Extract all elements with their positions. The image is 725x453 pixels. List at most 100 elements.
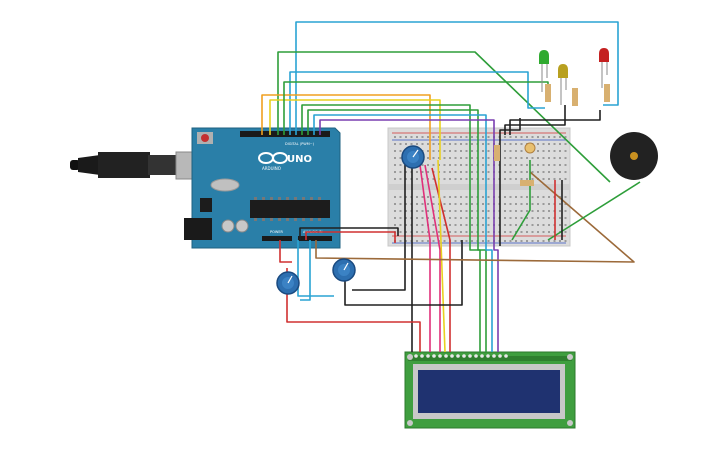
- wire-red-5v[interactable]: [305, 231, 396, 243]
- resistor-red-led[interactable]: [604, 84, 610, 102]
- breadboard-hole[interactable]: [399, 203, 402, 205]
- breadboard-hole[interactable]: [449, 178, 451, 180]
- digital-header[interactable]: [240, 131, 330, 137]
- breadboard-hole[interactable]: [509, 171, 512, 173]
- breadboard-hole[interactable]: [421, 210, 424, 212]
- breadboard-hole[interactable]: [548, 150, 550, 152]
- lcd-pin[interactable]: [480, 354, 484, 358]
- lcd-pin[interactable]: [414, 354, 418, 358]
- breadboard-hole[interactable]: [537, 203, 539, 205]
- breadboard-hole[interactable]: [432, 143, 435, 145]
- breadboard-hole[interactable]: [542, 171, 545, 173]
- breadboard-hole[interactable]: [526, 171, 528, 173]
- breadboard-hole[interactable]: [531, 210, 534, 212]
- breadboard-hole[interactable]: [548, 231, 550, 233]
- breadboard-hole[interactable]: [460, 143, 462, 145]
- breadboard-hole[interactable]: [427, 203, 429, 205]
- breadboard-hole[interactable]: [559, 210, 561, 212]
- breadboard-hole[interactable]: [449, 210, 451, 212]
- breadboard-hole[interactable]: [394, 210, 396, 212]
- breadboard-hole[interactable]: [553, 136, 556, 138]
- breadboard-hole[interactable]: [432, 150, 435, 152]
- breadboard-hole[interactable]: [465, 171, 468, 173]
- breadboard-hole[interactable]: [509, 231, 512, 233]
- breadboard-hole[interactable]: [465, 224, 468, 226]
- breadboard-hole[interactable]: [504, 171, 506, 173]
- breadboard-hole[interactable]: [460, 231, 462, 233]
- breadboard-hole[interactable]: [449, 136, 451, 138]
- breadboard-hole[interactable]: [482, 217, 484, 219]
- breadboard-hole[interactable]: [564, 136, 567, 138]
- breadboard-hole[interactable]: [526, 224, 528, 226]
- breadboard-hole[interactable]: [515, 203, 517, 205]
- breadboard-hole[interactable]: [449, 143, 451, 145]
- breadboard-hole[interactable]: [559, 171, 561, 173]
- breadboard-hole[interactable]: [394, 196, 396, 198]
- breadboard-hole[interactable]: [410, 143, 413, 145]
- breadboard-hole[interactable]: [482, 150, 484, 152]
- breadboard-hole[interactable]: [432, 178, 435, 180]
- breadboard-hole[interactable]: [421, 171, 424, 173]
- piezo-buzzer[interactable]: [610, 132, 658, 180]
- breadboard-hole[interactable]: [520, 217, 523, 219]
- breadboard-hole[interactable]: [432, 240, 435, 242]
- breadboard-hole[interactable]: [515, 224, 517, 226]
- wire-purple-lcd[interactable]: [319, 119, 499, 352]
- breadboard-hole[interactable]: [531, 203, 534, 205]
- breadboard-hole[interactable]: [553, 157, 556, 159]
- breadboard-hole[interactable]: [553, 178, 556, 180]
- breadboard-hole[interactable]: [504, 240, 506, 242]
- breadboard-hole[interactable]: [559, 143, 561, 145]
- breadboard-hole[interactable]: [394, 224, 396, 226]
- breadboard-hole[interactable]: [427, 136, 429, 138]
- breadboard-hole[interactable]: [454, 157, 457, 159]
- breadboard-hole[interactable]: [460, 164, 462, 166]
- breadboard-hole[interactable]: [509, 224, 512, 226]
- breadboard-hole[interactable]: [416, 210, 418, 212]
- breadboard-hole[interactable]: [548, 217, 550, 219]
- wire-green-lcd-2[interactable]: [307, 109, 487, 352]
- red-led[interactable]: [599, 48, 610, 102]
- breadboard-hole[interactable]: [542, 136, 545, 138]
- breadboard-hole[interactable]: [465, 157, 468, 159]
- breadboard-hole[interactable]: [564, 210, 567, 212]
- breadboard-hole[interactable]: [399, 178, 402, 180]
- wire-green-led[interactable]: [283, 81, 549, 135]
- breadboard-hole[interactable]: [460, 178, 462, 180]
- breadboard-hole[interactable]: [454, 217, 457, 219]
- breadboard-hole[interactable]: [432, 157, 435, 159]
- breadboard-hole[interactable]: [487, 196, 490, 198]
- breadboard-hole[interactable]: [559, 240, 561, 242]
- breadboard-hole[interactable]: [427, 143, 429, 145]
- power-jack[interactable]: [184, 218, 212, 240]
- breadboard-hole[interactable]: [537, 150, 539, 152]
- breadboard-hole[interactable]: [399, 210, 402, 212]
- breadboard-hole[interactable]: [465, 217, 468, 219]
- breadboard-hole[interactable]: [520, 178, 523, 180]
- breadboard-hole[interactable]: [526, 217, 528, 219]
- potentiometer-2[interactable]: [332, 258, 356, 282]
- breadboard-hole[interactable]: [504, 164, 506, 166]
- breadboard-hole[interactable]: [553, 164, 556, 166]
- breadboard-hole[interactable]: [531, 231, 534, 233]
- breadboard-hole[interactable]: [482, 143, 484, 145]
- breadboard-hole[interactable]: [515, 240, 517, 242]
- breadboard-hole[interactable]: [515, 136, 517, 138]
- breadboard-hole[interactable]: [515, 143, 517, 145]
- breadboard-hole[interactable]: [394, 164, 396, 166]
- lcd-pin[interactable]: [420, 354, 424, 358]
- breadboard-hole[interactable]: [449, 171, 451, 173]
- breadboard-hole[interactable]: [460, 203, 462, 205]
- breadboard-hole[interactable]: [482, 231, 484, 233]
- breadboard-hole[interactable]: [542, 150, 545, 152]
- breadboard-hole[interactable]: [416, 217, 418, 219]
- lcd-pin[interactable]: [450, 354, 454, 358]
- breadboard-hole[interactable]: [438, 136, 440, 138]
- breadboard-hole[interactable]: [454, 143, 457, 145]
- breadboard-hole[interactable]: [548, 224, 550, 226]
- breadboard-hole[interactable]: [438, 143, 440, 145]
- breadboard-hole[interactable]: [559, 150, 561, 152]
- wire-blue-lcd[interactable]: [313, 114, 493, 352]
- breadboard-hole[interactable]: [509, 143, 512, 145]
- breadboard-hole[interactable]: [405, 240, 407, 242]
